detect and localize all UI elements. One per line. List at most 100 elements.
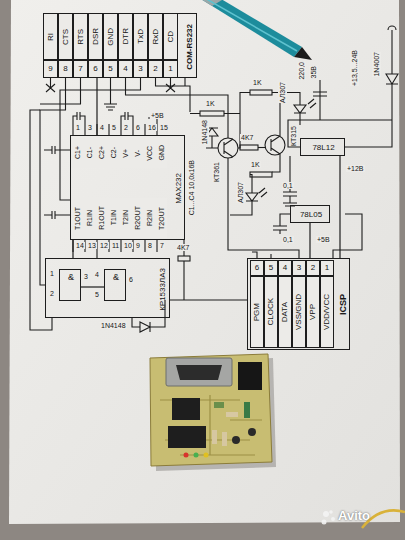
label-text: 9: [135, 242, 141, 249]
table-cell: 3: [133, 60, 148, 78]
pin-name: 2: [153, 65, 157, 73]
table-cell: 9: [43, 60, 58, 78]
part-label: 9: [136, 242, 140, 249]
pen: [196, 0, 312, 60]
part-label: 1N4148: [101, 322, 126, 329]
wire-connector: [340, 156, 341, 258]
wire-connector: [97, 78, 98, 135]
part-label: R1OUT: [98, 206, 105, 230]
rotated-label: C2+: [95, 138, 107, 168]
pin-name: CD: [167, 31, 175, 43]
rotated-label: 1N4007: [372, 52, 381, 77]
pin-name: VDD/VCC: [323, 294, 331, 330]
label-text: 13: [87, 242, 97, 249]
rotated-label: V-: [131, 138, 143, 168]
table-cell: VSS/GND: [292, 276, 306, 348]
label-text: 7: [159, 242, 165, 249]
pin-name: RI: [47, 33, 55, 41]
part-label: C1+: [74, 146, 81, 159]
part-label: 5: [95, 291, 99, 298]
table-cell: 8: [58, 60, 73, 78]
table-cell: 7: [73, 60, 88, 78]
label-text: +5В: [150, 112, 165, 119]
node-title: 78L12: [312, 144, 334, 152]
table-cell: PGM: [250, 276, 264, 348]
part-label: V+: [122, 149, 129, 158]
label-text: 1K: [250, 161, 261, 168]
rotated-label: АЛ307: [278, 82, 287, 103]
table-cell: 1: [320, 260, 334, 276]
pin-name: CTS: [62, 29, 70, 45]
table-cell: CTS: [58, 13, 73, 60]
part-label: +12В: [347, 165, 364, 172]
part-label: 16: [148, 124, 156, 131]
wire-connector: [73, 240, 74, 258]
part-label: 0,1: [283, 236, 293, 243]
logic-gate: &: [59, 269, 81, 301]
part-label: R1IN: [86, 210, 93, 226]
part-label: T1OUT: [74, 207, 81, 230]
rotated-label: R2OUT: [131, 198, 143, 238]
label-text: 15: [159, 124, 169, 131]
table-cell: RTS: [73, 13, 88, 60]
pin-name: 3: [297, 264, 301, 272]
pin-name: 4: [123, 65, 127, 73]
node-text-box: ICSP: [335, 259, 351, 351]
label-text: 1K: [205, 100, 216, 107]
rotated-label: VCC: [143, 138, 155, 168]
rotated-label: КТ361: [212, 162, 221, 182]
table-cell: RI: [43, 13, 58, 60]
part-label: 220,0: [298, 62, 305, 80]
label-text: 2: [49, 290, 55, 297]
rotated-label: АЛ307: [236, 182, 245, 203]
wire-line: [96, 78, 97, 135]
label-text: 14: [75, 242, 85, 249]
pin-name: 2: [311, 264, 315, 272]
watermark: Avito: [338, 509, 370, 522]
pin-name: DTR: [122, 28, 130, 44]
part-label: 1N4007: [373, 52, 380, 77]
part-label: 6: [136, 124, 140, 131]
part-label: +5В: [151, 112, 164, 119]
paper-sheet: [9, 0, 400, 524]
pin-name: 9: [48, 65, 52, 73]
pin-name: DSR: [92, 28, 100, 45]
label-text: 4K7: [240, 134, 254, 141]
pin-name: GND: [107, 28, 115, 46]
part-label: 12: [100, 242, 108, 249]
part-label: АЛ307: [279, 82, 286, 103]
table-cell: 5: [264, 260, 278, 276]
part-label: C2-: [110, 147, 117, 158]
part-label: 2: [50, 290, 54, 297]
pin-name: 8: [63, 65, 67, 73]
part-label: 0,1: [283, 182, 293, 189]
node-title: &: [68, 273, 74, 282]
rotated-label: GND: [155, 138, 167, 168]
part-label: +5В: [317, 236, 330, 243]
table-cell: CD: [163, 13, 178, 60]
part-label: C2+: [98, 146, 105, 159]
label-text: 6: [128, 276, 134, 283]
part-label: T2IN: [122, 210, 129, 225]
part-label: КТ315: [290, 126, 297, 146]
pin-name: 1: [168, 65, 172, 73]
node-title: COM-RS232: [186, 24, 194, 70]
table-cell: RxD: [148, 13, 163, 60]
label-text: 1: [49, 270, 55, 277]
part-label: 4K7: [241, 134, 253, 141]
label-text: 2: [123, 124, 129, 131]
part-label: 11: [112, 242, 119, 249]
part-label: С1...С4 10,0х16В: [188, 160, 195, 215]
table-cell: 1: [163, 60, 178, 78]
label-text: 5: [111, 124, 117, 131]
wires: [30, 26, 398, 332]
pcb-board: [150, 354, 276, 471]
part-label: +13,5...24В: [351, 50, 358, 86]
part-label: АЛ307: [237, 182, 244, 203]
wire-connector: [170, 300, 247, 301]
regulator-box: 78L05: [290, 205, 330, 223]
rotated-label: T1OUT: [71, 198, 83, 238]
table-cell: GND: [103, 13, 118, 60]
pin-name: VPP: [309, 304, 317, 320]
